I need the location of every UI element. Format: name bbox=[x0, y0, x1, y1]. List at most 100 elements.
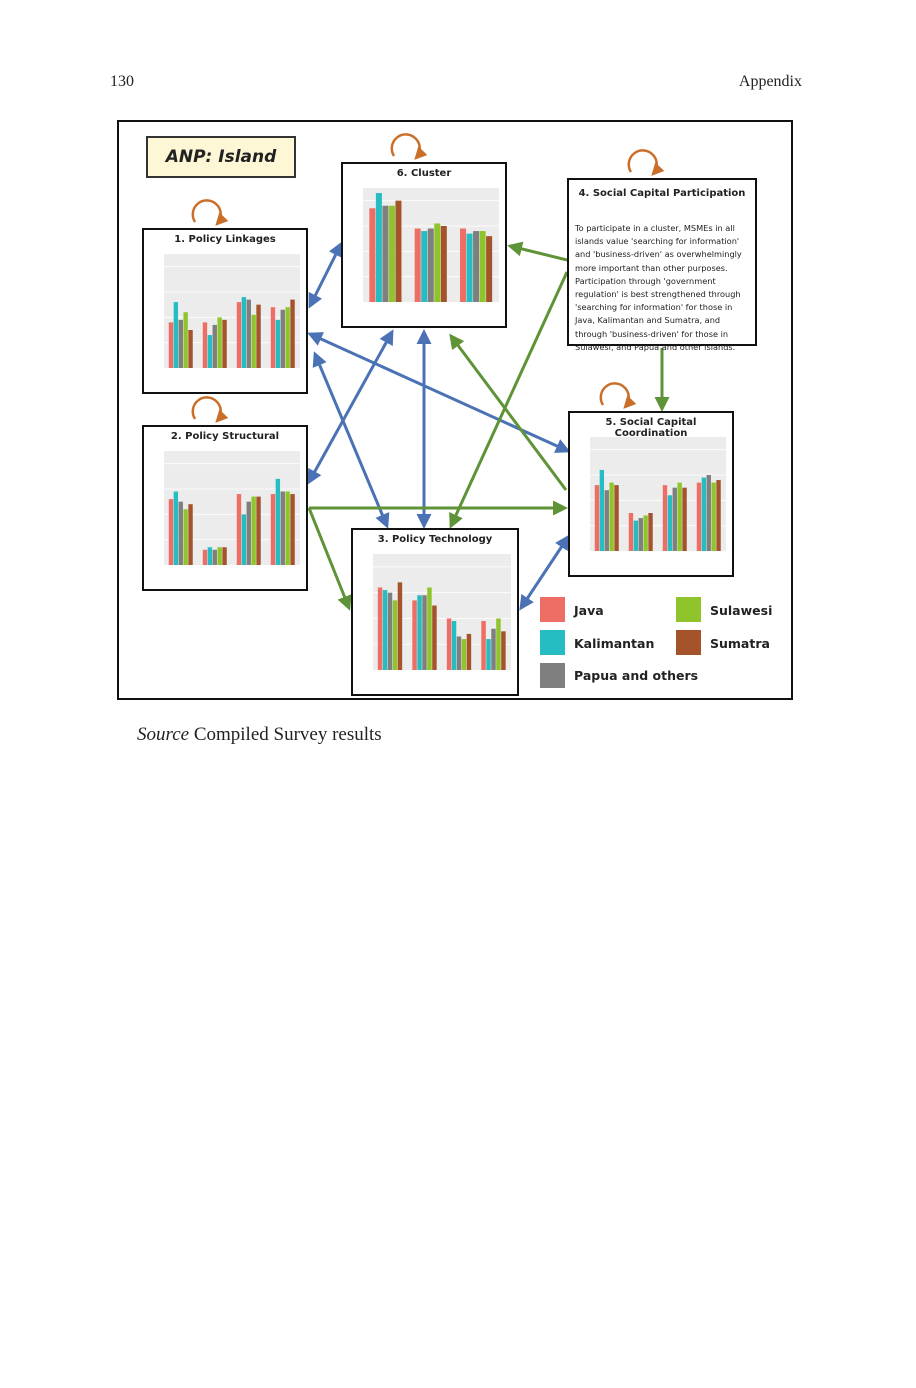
bar-kalimantan bbox=[451, 621, 457, 670]
bar-sulawesi bbox=[285, 307, 290, 368]
bar-papua-and-others bbox=[246, 501, 251, 565]
legend-label-sulawesi: Sulawesi bbox=[710, 603, 773, 618]
bar-sulawesi bbox=[251, 496, 256, 565]
bar-kalimantan bbox=[701, 477, 707, 551]
arrow-linkages-technology bbox=[312, 351, 390, 529]
bar-sulawesi bbox=[183, 509, 188, 565]
bar-sumatra bbox=[188, 504, 193, 565]
panel-policy-technology: 3. Policy Technology bbox=[351, 528, 519, 696]
legend-swatch-papua bbox=[540, 663, 565, 688]
bar-java bbox=[236, 302, 242, 368]
bar-sulawesi bbox=[461, 639, 467, 670]
bar-sulawesi bbox=[711, 482, 716, 551]
bar-sulawesi bbox=[434, 223, 441, 302]
bar-sulawesi bbox=[427, 587, 432, 670]
arrow-coordination-cluster bbox=[449, 333, 568, 491]
bar-sumatra bbox=[256, 496, 261, 565]
bar-java bbox=[460, 228, 467, 302]
bar-java bbox=[414, 228, 421, 302]
bar-kalimantan bbox=[173, 491, 179, 565]
text-line: Sulawesi, and Papua and other islands. bbox=[575, 341, 736, 352]
bar-papua-and-others bbox=[427, 228, 434, 302]
running-header: Appendix bbox=[738, 73, 802, 90]
bar-kalimantan bbox=[486, 639, 491, 670]
arrow-participation-cluster bbox=[507, 241, 568, 262]
cluster-chart bbox=[363, 188, 499, 302]
legend-swatch-kalimantan bbox=[540, 630, 565, 655]
bar-papua-and-others bbox=[672, 487, 677, 551]
panel-cluster: 6. Cluster bbox=[341, 162, 507, 328]
text-line: regulation' is best strengthened through bbox=[575, 289, 741, 300]
bar-kalimantan bbox=[207, 335, 213, 368]
bar-java bbox=[168, 322, 174, 368]
page-number: 130 bbox=[110, 73, 134, 90]
legend-swatch-sulawesi bbox=[676, 597, 701, 622]
bar-sumatra bbox=[501, 631, 506, 670]
bar-java bbox=[202, 549, 208, 565]
participation-text: To participate in a cluster, MSMEs in al… bbox=[575, 222, 749, 354]
bar-sumatra bbox=[188, 330, 193, 368]
bar-sumatra bbox=[290, 299, 295, 368]
bar-papua-and-others bbox=[491, 628, 496, 670]
bar-papua-and-others bbox=[280, 491, 285, 565]
bar-java bbox=[168, 499, 174, 565]
bar-kalimantan bbox=[375, 193, 382, 302]
bar-kalimantan bbox=[667, 495, 673, 551]
bar-sulawesi bbox=[217, 547, 222, 565]
bar-sumatra bbox=[397, 582, 403, 670]
bar-kalimantan bbox=[417, 595, 422, 670]
social-capital-coordination-chart bbox=[590, 437, 726, 551]
panel-policy-structural: 2. Policy Structural bbox=[142, 425, 308, 591]
bar-java bbox=[662, 485, 668, 551]
bar-sumatra bbox=[682, 487, 687, 551]
feedback-loop-arrow bbox=[191, 199, 229, 226]
legend-label-kalimantan: Kalimantan bbox=[574, 636, 655, 651]
text-line: more important than other purposes. bbox=[575, 262, 728, 273]
bar-papua-and-others bbox=[422, 595, 427, 670]
bar-papua-and-others bbox=[212, 324, 217, 368]
arrow-technology-coordination bbox=[519, 534, 570, 611]
bar-sumatra bbox=[290, 494, 295, 565]
arrow-structural-technology bbox=[307, 507, 352, 611]
bar-java bbox=[377, 587, 383, 670]
bar-papua-and-others bbox=[178, 319, 183, 368]
caption-text: Compiled Survey results bbox=[193, 724, 382, 745]
figure-caption: Source Compiled Survey results bbox=[137, 724, 382, 746]
bar-sumatra bbox=[256, 304, 261, 368]
bar-sulawesi bbox=[251, 314, 256, 368]
bar-papua-and-others bbox=[212, 549, 217, 565]
bar-sumatra bbox=[222, 547, 227, 565]
panel-title: 5. Social Capital Coordination bbox=[605, 417, 697, 439]
bar-java bbox=[412, 600, 417, 670]
text-line: through 'business-driven' for those in bbox=[575, 328, 729, 339]
panel-social-capital-coordination: 5. Social Capital Coordination bbox=[568, 411, 734, 577]
bar-sulawesi bbox=[392, 600, 398, 670]
panel-title: 6. Cluster bbox=[396, 168, 452, 179]
bar-java bbox=[270, 307, 276, 368]
bar-papua-and-others bbox=[382, 205, 389, 302]
bar-java bbox=[369, 208, 376, 302]
bar-java bbox=[270, 494, 276, 565]
bar-sulawesi bbox=[479, 231, 486, 302]
bar-sumatra bbox=[432, 605, 437, 670]
bar-sulawesi bbox=[285, 491, 290, 565]
network-arrows bbox=[191, 133, 670, 611]
legend-swatch-sumatra bbox=[676, 630, 701, 655]
bar-sumatra bbox=[486, 236, 493, 302]
panel-social-capital-participation: 4. Social Capital Participation To parti… bbox=[567, 178, 757, 352]
bar-kalimantan bbox=[633, 520, 639, 551]
bar-java bbox=[446, 618, 452, 670]
bar-sulawesi bbox=[183, 312, 188, 368]
bar-java bbox=[696, 482, 702, 551]
bar-kalimantan bbox=[173, 302, 179, 368]
bar-papua-and-others bbox=[638, 518, 643, 551]
bar-java bbox=[628, 513, 634, 551]
bar-papua-and-others bbox=[706, 475, 711, 551]
arrow-linkages-cluster bbox=[308, 241, 343, 309]
bar-papua-and-others bbox=[246, 299, 251, 368]
arrow-participation-technology bbox=[449, 271, 569, 529]
bar-papua-and-others bbox=[280, 309, 285, 368]
bar-java bbox=[481, 621, 486, 670]
policy-linkages-chart bbox=[164, 254, 300, 368]
text-line: To participate in a cluster, MSMEs in al… bbox=[575, 223, 735, 233]
